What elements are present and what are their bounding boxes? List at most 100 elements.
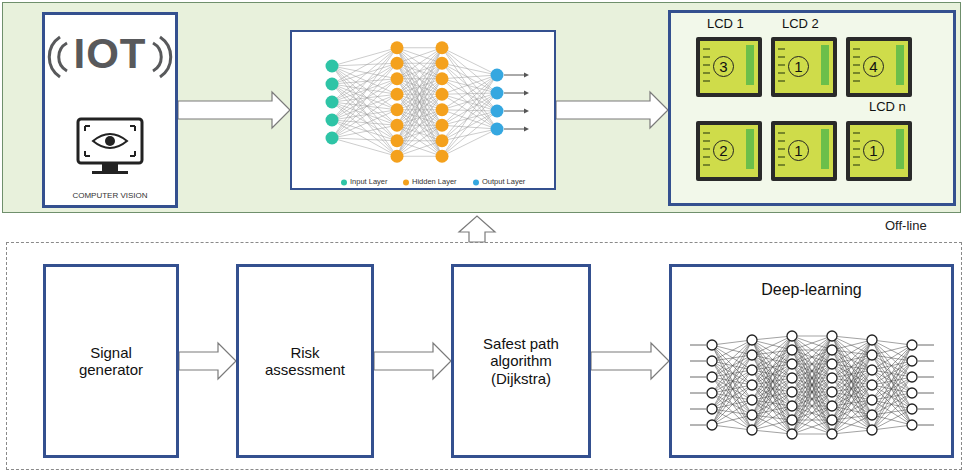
network-link [712,340,752,409]
network-link [872,340,912,345]
flow-arrow [179,343,236,379]
network-neuron [707,372,717,382]
network-link [792,336,832,378]
network-link [332,63,397,120]
network-neuron [827,415,837,425]
wifi-arc [160,37,171,77]
network-link [712,400,752,425]
network-neuron [391,119,404,132]
process-label: Safest path algorithm (Dijkstra) [464,335,578,387]
network-link [792,434,832,435]
output-line [504,93,525,94]
network-link [442,48,497,111]
network-link [442,93,497,110]
network-link [397,79,442,157]
network-neuron [787,429,797,439]
lcd-line [853,132,860,134]
network-link [792,336,832,364]
network-neuron [326,60,339,73]
network-neuron [827,429,837,439]
network-link [712,345,752,415]
lcd-bar [821,45,829,85]
network-link [397,125,442,156]
legend-text: Hidden Layer [412,178,472,187]
network-link [752,355,792,406]
network-link [872,345,912,415]
network-link [397,48,442,110]
lcd-line [853,140,860,142]
network-neuron [827,387,837,397]
lcd-line [853,80,860,82]
lcd-line [853,64,860,66]
process-label: Deep-learning [672,281,951,299]
network-link [832,340,872,378]
network-link [332,48,397,66]
network-neuron [326,132,339,145]
callout-number: 3 [713,56,734,77]
network-link [752,336,792,370]
network-link [397,141,442,157]
network-link [752,336,792,415]
network-link [397,48,442,141]
network-neuron [391,57,404,70]
network-neuron [907,388,917,398]
network-neuron [907,372,917,382]
network-link [332,79,397,138]
network-link [832,355,872,434]
region-label: Off-line [885,219,957,234]
network-link [832,364,872,415]
illustration [292,32,554,188]
network-link [332,84,397,156]
network-link [712,370,752,425]
lcd-line [853,164,860,166]
network-link [792,336,832,434]
network-link [712,385,752,409]
network-link [397,110,442,157]
network-neuron [436,72,449,85]
network-neuron [787,331,797,341]
network-link [397,156,442,157]
network-neuron [436,41,449,54]
network-neuron [747,425,757,435]
network-link [752,350,792,430]
network-link [792,336,832,364]
network-link [752,420,792,430]
output-stub [918,377,934,378]
network-neuron [827,359,837,369]
network-neuron [436,119,449,132]
network-neuron [867,410,877,420]
input-stub [690,345,706,346]
network-link [442,93,497,125]
network-link [792,336,832,392]
network-link [397,47,442,48]
lcd-label: LCD 1 [707,17,767,32]
network-link [332,138,397,156]
deep-learning-box: Deep-learning [669,264,954,458]
network-link [792,336,832,350]
network-link [792,336,832,420]
lcd-bar [746,45,754,85]
output-stub [918,393,934,394]
network-link [712,385,752,425]
process-box: Safest path algorithm (Dijkstra) [451,264,591,458]
lcd-line [778,64,785,66]
network-neuron [867,425,877,435]
network-neuron [787,359,797,369]
lcd-label: LCD 2 [782,17,842,32]
network-neuron [326,96,339,109]
lcd-line [853,148,860,150]
lcd-frame [771,121,837,181]
network-link [442,79,497,111]
network-neuron [747,335,757,345]
network-neuron [907,420,917,430]
network-link [792,336,832,406]
lcd-line [778,148,785,150]
network-link [752,392,792,400]
callout-number: 1 [863,140,884,161]
monitor-stand [102,163,118,171]
network-link [712,355,752,393]
network-neuron [391,103,404,116]
network-link [792,336,832,392]
network-link [792,336,832,350]
